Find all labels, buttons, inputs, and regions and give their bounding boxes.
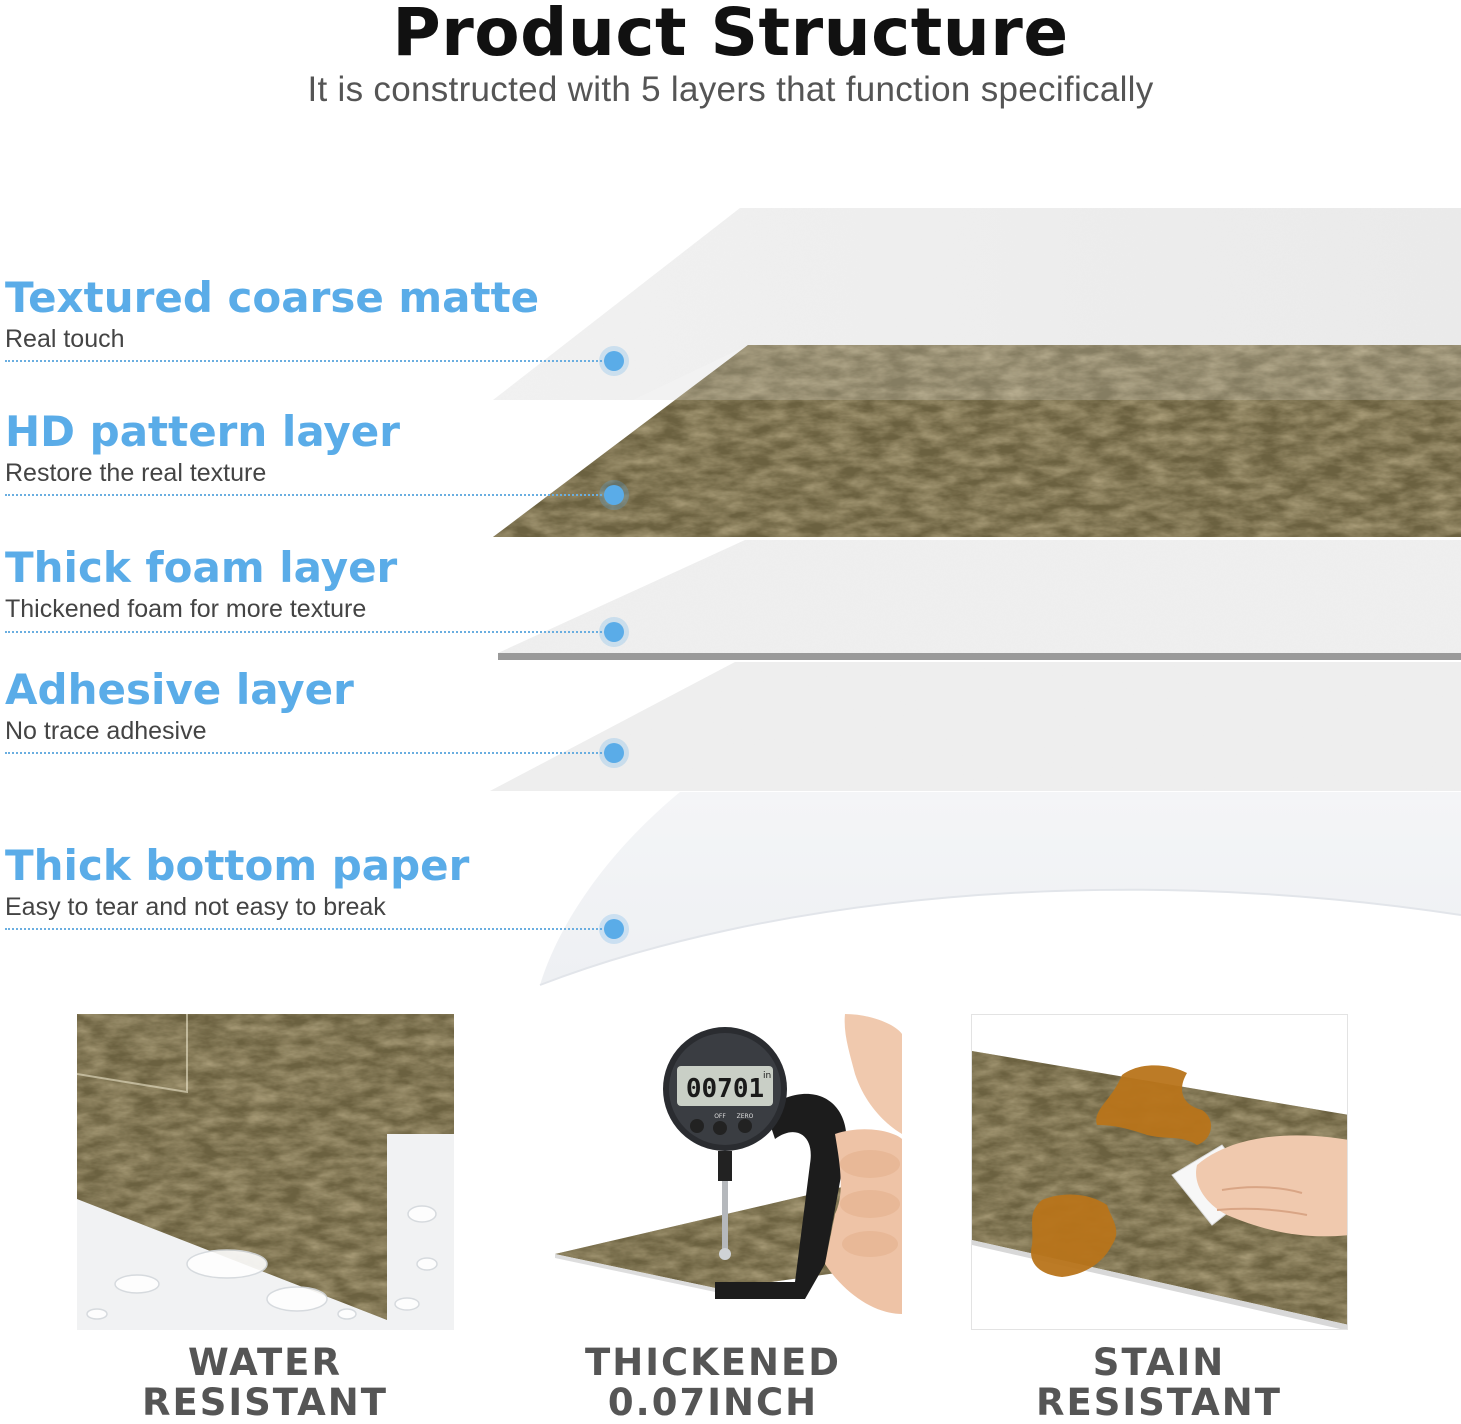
layer-label-adhesive: Adhesive layer No trace adhesive xyxy=(5,666,625,746)
leader-line-1 xyxy=(5,360,610,362)
caption-line: RESISTANT xyxy=(1035,1381,1283,1424)
layer-name: Thick foam layer xyxy=(5,543,398,592)
layer-label-textured-matte: Textured coarse matte Real touch xyxy=(5,274,625,354)
bottom-paper-sheet xyxy=(539,792,1461,986)
marker-dot-1 xyxy=(604,351,624,371)
leader-line-2 xyxy=(5,494,610,496)
caption-line: RESISTANT xyxy=(141,1381,389,1424)
layer-desc: No trace adhesive xyxy=(5,717,207,745)
gauge-reading: 00701 xyxy=(686,1074,764,1104)
gauge-unit: in xyxy=(763,1071,771,1081)
stain-resistant-photo xyxy=(971,1014,1348,1330)
water-resistant-photo xyxy=(77,1014,454,1330)
layer-name: HD pattern layer xyxy=(5,407,400,456)
marker-dot-5 xyxy=(604,919,624,939)
adhesive-layer-sheet xyxy=(490,662,1461,791)
layer-desc: Real touch xyxy=(5,325,125,353)
layer-illustration xyxy=(490,208,1461,986)
layer-label-thick-foam: Thick foam layer Thickened foam for more… xyxy=(5,544,625,624)
leader-line-3 xyxy=(5,631,610,633)
marker-dot-2 xyxy=(604,485,624,505)
leader-line-4 xyxy=(5,752,610,754)
gauge-button-zero: ZERO xyxy=(737,1113,754,1120)
caption-stain-resistant: STAIN RESISTANT xyxy=(929,1343,1389,1423)
caption-water-resistant: WATER RESISTANT xyxy=(35,1343,495,1423)
caption-thickened: THICKENED 0.07INCH xyxy=(483,1343,943,1423)
layer-label-hd-pattern: HD pattern layer Restore the real textur… xyxy=(5,408,625,488)
leader-line-5 xyxy=(5,928,610,930)
layer-label-bottom-paper: Thick bottom paper Easy to tear and not … xyxy=(5,842,625,922)
caption-line: WATER xyxy=(188,1341,342,1384)
layer-name: Thick bottom paper xyxy=(5,841,470,890)
layer-desc: Easy to tear and not easy to break xyxy=(5,893,386,921)
layer-name: Adhesive layer xyxy=(5,665,354,714)
page-subtitle: It is constructed with 5 layers that fun… xyxy=(307,70,1154,109)
caption-line: STAIN xyxy=(1092,1341,1226,1384)
layer-desc: Restore the real texture xyxy=(5,459,267,487)
marker-dot-4 xyxy=(604,743,624,763)
foam-layer-sheet xyxy=(498,540,1461,660)
caption-line: THICKENED 0.07INCH xyxy=(584,1341,842,1424)
marker-dot-3 xyxy=(604,622,624,642)
layer-desc: Thickened foam for more texture xyxy=(5,595,367,623)
thickness-gauge-photo: 00701 in OFF ZERO xyxy=(525,1014,902,1330)
layer-name: Textured coarse matte xyxy=(5,273,540,322)
pattern-layer-sheet xyxy=(493,345,1461,537)
gauge-button-off: OFF xyxy=(714,1113,726,1120)
page-title: Product Structure xyxy=(392,0,1069,71)
